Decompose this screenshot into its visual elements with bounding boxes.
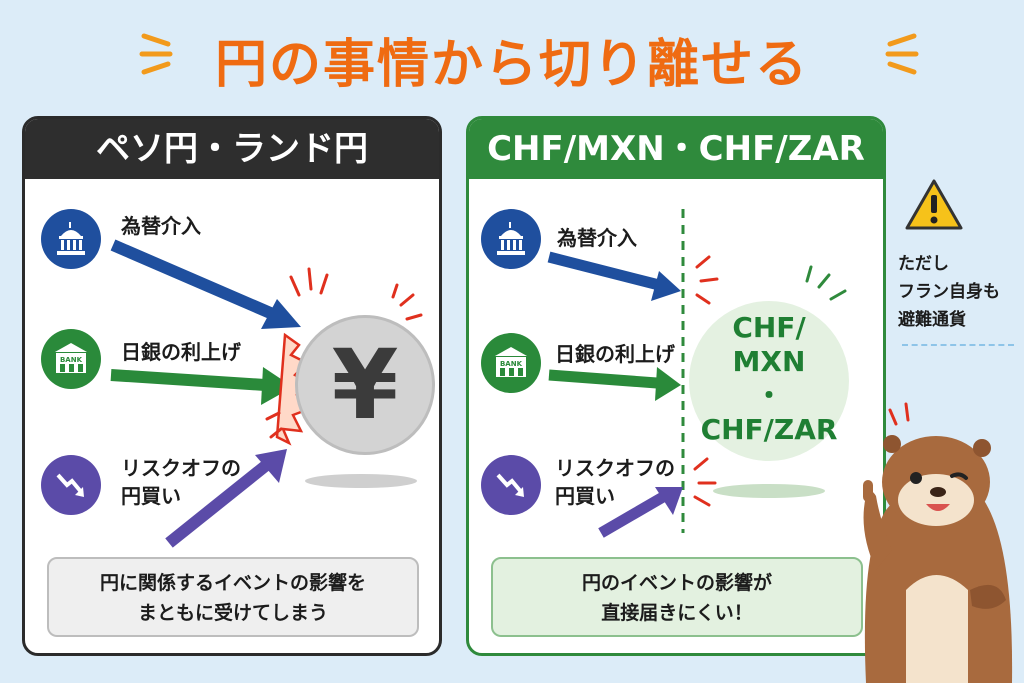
government-building-icon	[481, 209, 541, 269]
impact-lines	[265, 267, 423, 439]
coin-shadow	[305, 474, 417, 488]
left-sparkle-icon	[139, 33, 173, 75]
row-label-risk-off-line2: 円買い	[555, 484, 615, 508]
green-arrow	[548, 367, 681, 401]
page-title: 円の事情から切り離せる	[214, 35, 809, 95]
row-label-rate-hike: 日銀の利上げ	[121, 340, 241, 364]
svg-text:BANK: BANK	[500, 360, 523, 368]
row-label-rate-hike: 日銀の利上げ	[555, 342, 675, 366]
downtrend-chart-icon	[481, 455, 541, 515]
right-sparkle-icon	[885, 33, 919, 75]
right-note-line2: 直接届きにくい！	[601, 602, 753, 624]
warning-icon	[905, 179, 963, 230]
coin-shadow	[713, 484, 825, 498]
row-label-risk-off-line1: リスクオフの	[121, 456, 241, 480]
left-note-line2: まともに受けてしまう	[137, 602, 328, 624]
green-arrow	[110, 367, 293, 405]
coin-line4: CHF/ZAR	[700, 413, 838, 446]
otter-mascot	[863, 402, 1013, 683]
right-note: 円のイベントの影響が 直接届きにくい！	[491, 557, 863, 637]
row-label-risk-off-line2: 円買い	[121, 484, 181, 508]
right-arrows-layer	[547, 209, 847, 538]
right-note-line1: 円のイベントの影響が	[581, 572, 772, 594]
left-note-line1: 円に関係するイベントの影響を	[99, 572, 366, 594]
purple-arrow	[598, 487, 683, 538]
side-divider	[902, 344, 1014, 346]
side-note-line3: 避難通貨	[898, 310, 966, 330]
right-panel: CHF/MXN・CHF/ZAR 為替介入 BANK 日銀の利上げ	[466, 116, 886, 656]
purple-arrow	[165, 449, 287, 548]
left-panel-header: ペソ円・ランド円	[25, 119, 439, 179]
row-label-intervention: 為替介入	[121, 214, 201, 238]
svg-text:BANK: BANK	[60, 356, 83, 364]
bank-icon: BANK	[481, 333, 541, 393]
coin-line3: ・	[754, 379, 783, 412]
coin-line1: CHF/	[732, 311, 806, 344]
row-label-risk-off-line1: リスクオフの	[555, 456, 675, 480]
side-note-line2: フラン自身も	[898, 282, 1000, 302]
right-panel-header: CHF/MXN・CHF/ZAR	[469, 119, 883, 179]
downtrend-chart-icon	[41, 455, 101, 515]
bank-icon: BANK	[41, 329, 101, 389]
coin-line2: MXN	[732, 345, 806, 378]
side-note: ただし フラン自身も 避難通貨	[898, 250, 1016, 334]
government-building-icon	[41, 209, 101, 269]
side-note-line1: ただし	[898, 254, 949, 274]
sparkle-lines	[805, 265, 847, 301]
blue-arrow	[110, 239, 301, 329]
left-note: 円に関係するイベントの影響を まともに受けてしまう	[47, 557, 419, 637]
currency-pair-coin: CHF/ MXN ・ CHF/ZAR	[689, 301, 849, 461]
yen-coin: ¥	[295, 315, 435, 455]
left-panel: ペソ円・ランド円 為替介入 BANK 日銀の利上げ リスクオフの	[22, 116, 442, 656]
row-label-intervention: 為替介入	[557, 226, 637, 250]
blue-arrow	[547, 251, 681, 301]
